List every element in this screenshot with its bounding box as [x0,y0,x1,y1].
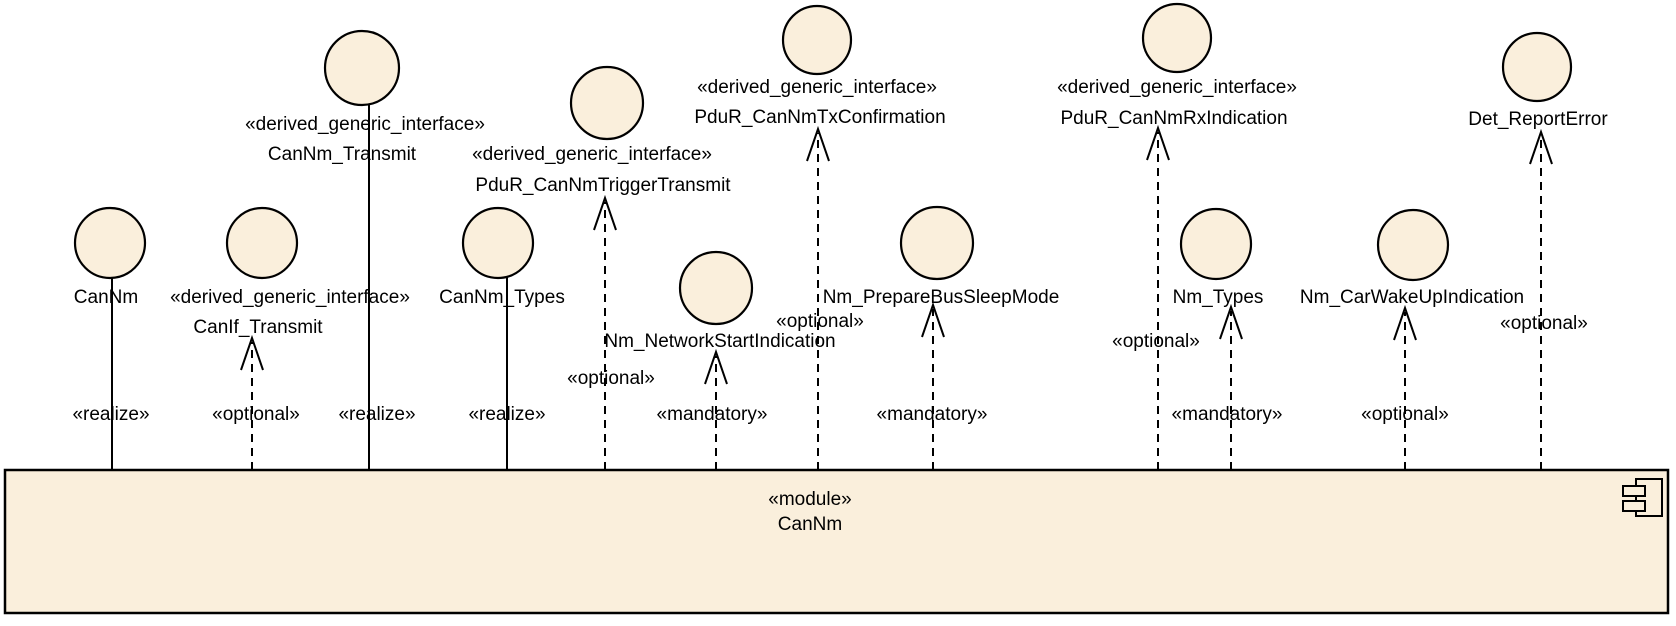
relation-label: «realize» [72,404,149,425]
module-stereotype: «module» [768,489,851,510]
interface-name: Nm_NetworkStartIndication [604,331,835,352]
relation-label: «realize» [338,404,415,425]
interface-lollipop-nm-preparebussleepmode[interactable]: Nm_PrepareBusSleepMode [823,205,1060,308]
interface-name: CanNm_Transmit [268,144,417,165]
dependency-edge-nm-networkstartindication[interactable]: «mandatory» [657,348,768,470]
interface-circle[interactable] [323,29,401,107]
relation-label: «optional» [1112,331,1200,352]
open-arrowhead [1529,128,1553,165]
relation-label: «mandatory» [877,404,988,425]
interface-name: PduR_CanNmTriggerTransmit [475,175,731,196]
dependency-edge-pdur-cannmtxconfirmation[interactable]: «optional» [776,125,864,470]
open-arrowhead [704,348,728,385]
interface-lollipop-cannm-transmit[interactable]: «derived_generic_interface» CanNm_Transm… [245,29,485,165]
open-arrowhead [240,334,264,371]
dependency-edge-nm-types[interactable]: «mandatory» [1172,303,1283,470]
realize-edge-cannm-types[interactable]: «realize» [468,277,546,470]
interface-lollipop-cannm-types[interactable]: CanNm_Types [439,206,565,308]
relation-label: «optional» [776,311,864,332]
module-name: CanNm [778,514,842,535]
open-arrowhead [593,194,617,231]
interface-lollipop-cannm[interactable]: CanNm [73,206,147,308]
module-node[interactable]: «module» CanNm [3,468,1670,615]
relation-label: «optional» [212,404,300,425]
dependency-edge-pdur-cannmrxindication[interactable]: «optional» [1112,124,1200,470]
open-arrowhead [1219,303,1243,340]
dependency-edge-pdur-cannmtriggertransmit[interactable]: «optional» [567,194,655,470]
interface-circle[interactable] [678,250,754,326]
interface-lollipop-pdur-cannmrxindication[interactable]: «derived_generic_interface» PduR_CanNmRx… [1057,2,1297,129]
interface-stereotype: «derived_generic_interface» [245,114,485,135]
interface-circle[interactable] [461,206,535,280]
interface-circle[interactable] [569,65,645,141]
interface-name: CanIf_Transmit [193,317,323,338]
interface-lollipop-nm-carwakeupindication[interactable]: Nm_CarWakeUpIndication [1300,208,1524,308]
interface-name: PduR_CanNmTxConfirmation [694,107,945,128]
interface-circle[interactable] [1501,31,1573,103]
interface-name: Nm_CarWakeUpIndication [1300,287,1524,308]
relation-label: «realize» [468,404,545,425]
interface-circle[interactable] [781,4,853,76]
interface-lollipop-nm-types[interactable]: Nm_Types [1173,207,1264,308]
component-icon-tab-bottom [1622,500,1646,512]
interface-lollipop-canif-transmit[interactable]: «derived_generic_interface» CanIf_Transm… [170,206,410,338]
open-arrowhead [806,125,830,162]
interface-circle[interactable] [899,205,975,281]
interface-circle[interactable] [1179,207,1253,281]
relation-label: «mandatory» [1172,404,1283,425]
interface-lollipop-det-reporterror[interactable]: Det_ReportError [1468,31,1608,130]
realize-edge-cannm[interactable]: «realize» [72,278,150,470]
component-icon [1622,478,1663,517]
realize-edge-cannm-transmit[interactable]: «realize» [338,103,416,470]
interface-stereotype: «derived_generic_interface» [697,77,937,98]
interface-circle[interactable] [225,206,299,280]
interface-lollipop-pdur-cannmtxconfirmation[interactable]: «derived_generic_interface» PduR_CanNmTx… [694,4,946,128]
relation-label: «mandatory» [657,404,768,425]
interface-name: Nm_PrepareBusSleepMode [823,287,1060,308]
relation-label: «optional» [1361,404,1449,425]
interface-name: CanNm_Types [439,287,565,308]
interface-stereotype: «derived_generic_interface» [472,144,712,165]
interface-circle[interactable] [73,206,147,280]
dependency-edge-nm-preparebussleepmode[interactable]: «mandatory» [877,301,988,470]
interface-name: Nm_Types [1173,287,1264,308]
interface-circle[interactable] [1141,2,1213,74]
open-arrowhead [1146,124,1170,161]
relation-label: «optional» [567,368,655,389]
component-icon-tab-top [1622,485,1646,497]
interface-circle[interactable] [1376,208,1450,282]
module-rect[interactable] [3,468,1670,615]
dependency-edge-canif-transmit[interactable]: «optional» [212,334,300,470]
interface-stereotype: «derived_generic_interface» [170,287,410,308]
dependency-edge-nm-carwakeupindication[interactable]: «optional» [1361,304,1449,470]
open-arrowhead [921,301,945,338]
dependency-edge-det-reporterror[interactable]: «optional» [1500,128,1588,470]
open-arrowhead [1393,304,1417,341]
interface-name: Det_ReportError [1468,109,1608,130]
interface-stereotype: «derived_generic_interface» [1057,77,1297,98]
interface-name: PduR_CanNmRxIndication [1060,108,1287,129]
interface-lollipop-nm-networkstartindication[interactable]: Nm_NetworkStartIndication [604,250,836,352]
interface-name: CanNm [74,287,138,308]
relation-label: «optional» [1500,313,1588,334]
interface-lollipop-pdur-cannmtriggertransmit[interactable]: «derived_generic_interface» PduR_CanNmTr… [472,65,731,196]
